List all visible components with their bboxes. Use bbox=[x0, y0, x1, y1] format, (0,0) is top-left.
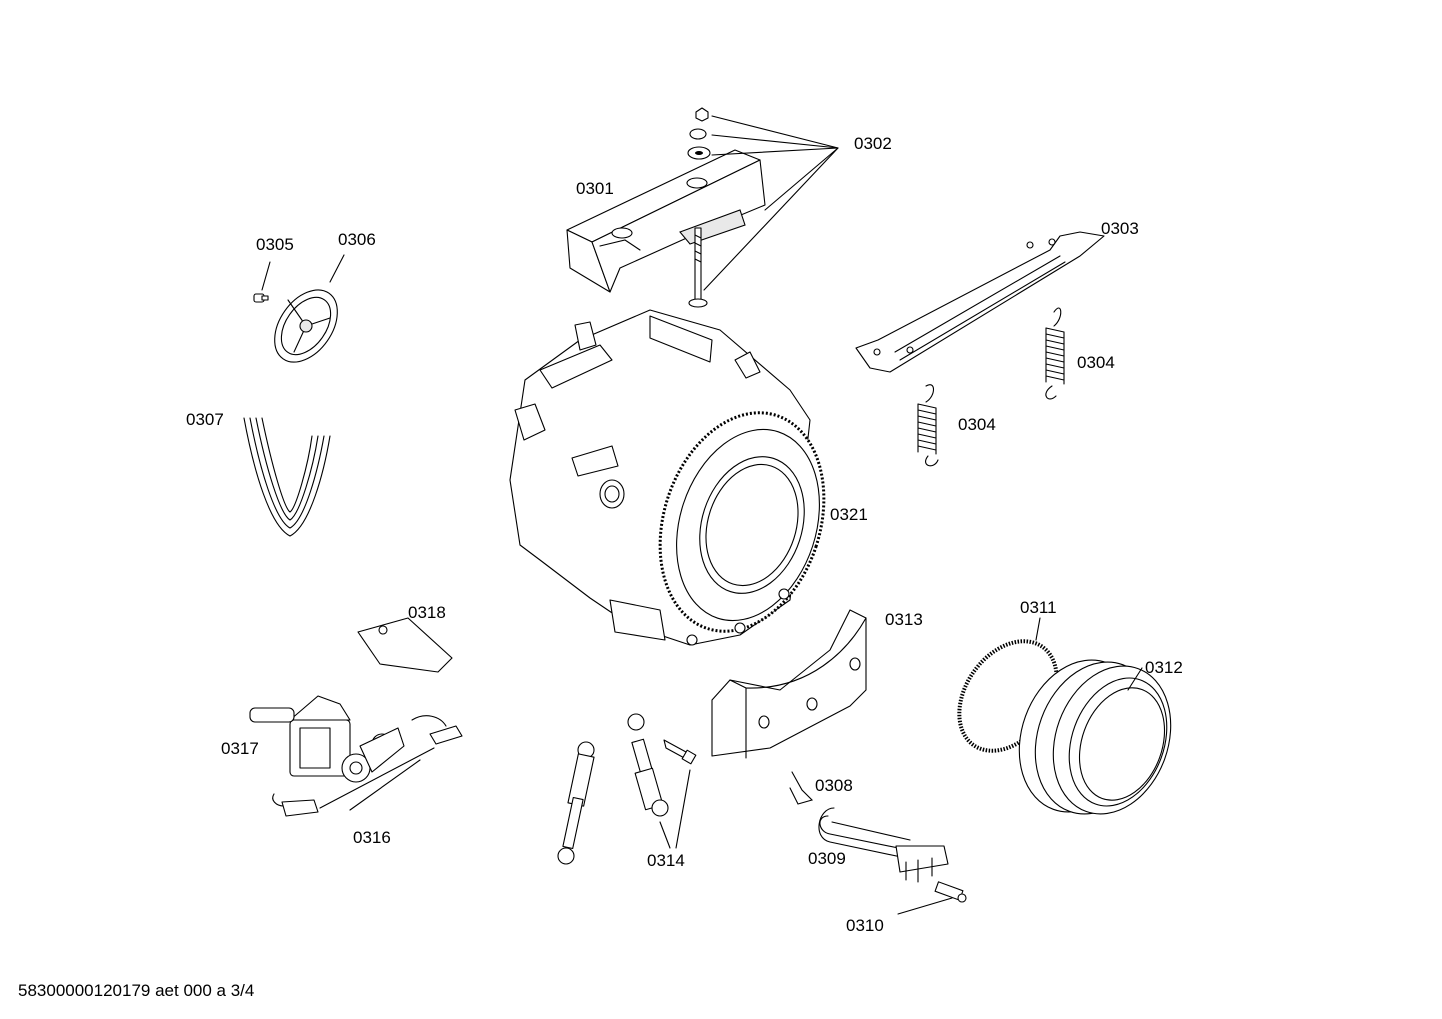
cover-plate-0318 bbox=[357, 617, 453, 673]
label-0307: 0307 bbox=[186, 410, 224, 429]
label-0303: 0303 bbox=[1101, 219, 1139, 238]
label-0311: 0311 bbox=[1020, 598, 1057, 617]
label-0304-right: 0304 bbox=[1077, 353, 1115, 372]
label-0312: 0312 bbox=[1145, 658, 1183, 677]
document-id-footer: 58300000120179 aet 000 a 3/4 bbox=[18, 981, 255, 1000]
drain-pump-0317 bbox=[249, 695, 405, 783]
door-seal-0312 bbox=[1018, 659, 1172, 815]
fastener-set-0302 bbox=[687, 107, 839, 308]
label-0313: 0313 bbox=[885, 610, 923, 629]
top-counterweight-0301 bbox=[566, 149, 766, 293]
label-0310: 0310 bbox=[846, 916, 884, 935]
shock-absorber-0314-left bbox=[557, 741, 595, 865]
label-0304-left: 0304 bbox=[958, 415, 996, 434]
pulley-0306 bbox=[274, 289, 338, 363]
spring-0304-right bbox=[1045, 307, 1065, 400]
label-0306: 0306 bbox=[338, 230, 376, 249]
support-bracket-0303 bbox=[855, 231, 1105, 373]
ntc-sensor-0310 bbox=[934, 881, 967, 903]
label-0318: 0318 bbox=[408, 603, 446, 622]
spring-0304-left bbox=[917, 384, 939, 467]
label-0321: 0321 bbox=[830, 505, 868, 524]
label-0309: 0309 bbox=[808, 849, 846, 868]
label-0308: 0308 bbox=[815, 776, 853, 795]
label-0316: 0316 bbox=[353, 828, 391, 847]
wire-connector-0316 bbox=[272, 715, 463, 817]
bolt-0314 bbox=[663, 739, 697, 765]
label-0317: 0317 bbox=[221, 739, 259, 758]
sensor-clip-0308 bbox=[789, 771, 814, 805]
label-0301: 0301 bbox=[576, 179, 614, 198]
screw-0305 bbox=[253, 293, 269, 303]
drive-belt-0307 bbox=[243, 417, 331, 537]
label-0302: 0302 bbox=[854, 134, 892, 153]
heating-element-0309 bbox=[818, 807, 949, 883]
label-0314: 0314 bbox=[647, 851, 685, 870]
tub-0321 bbox=[509, 309, 826, 646]
label-0305: 0305 bbox=[256, 235, 294, 254]
shock-absorber-0314-right bbox=[627, 713, 669, 817]
front-counterweight-0313 bbox=[711, 609, 867, 759]
